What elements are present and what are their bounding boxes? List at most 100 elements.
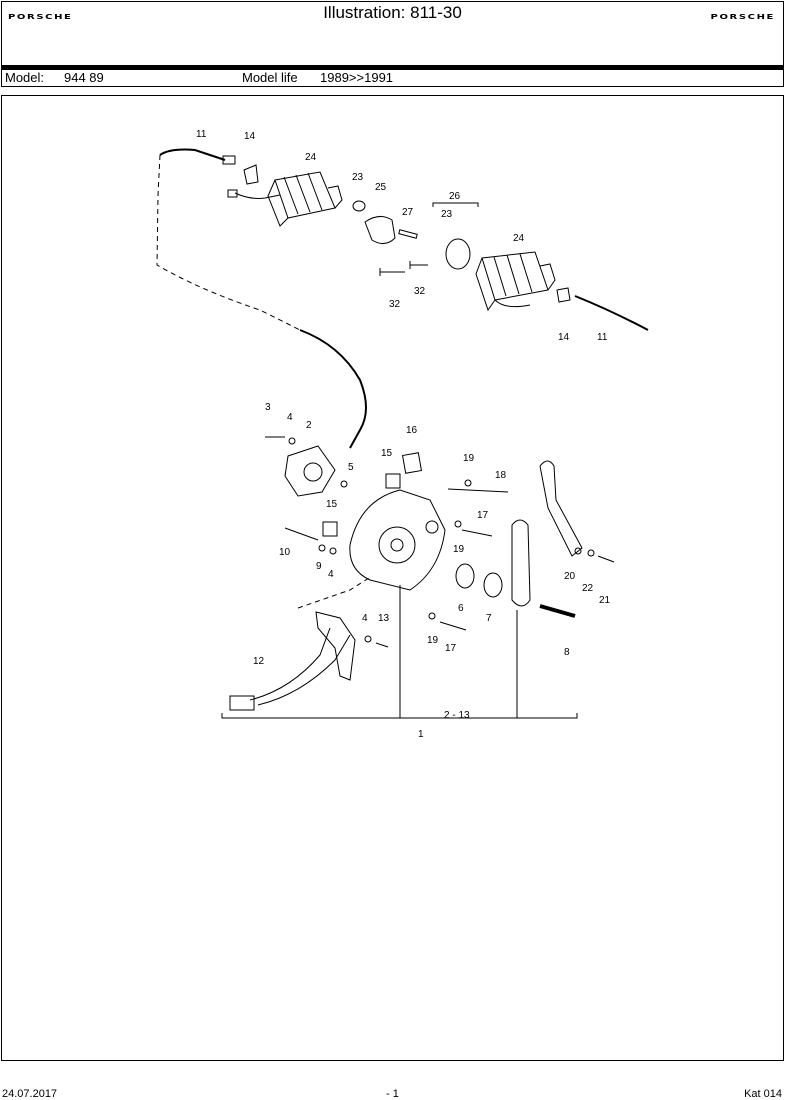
callout-13: 13 xyxy=(378,613,390,624)
callout-6: 6 xyxy=(458,603,464,614)
callout-23-group: 23 xyxy=(441,209,453,220)
callout-14-upper: 14 xyxy=(244,131,256,142)
lever-arm xyxy=(511,519,531,607)
diagram-frame xyxy=(1,95,784,1061)
link-bar xyxy=(539,460,583,557)
washer-5 xyxy=(340,480,348,488)
callout-32-right: 32 xyxy=(414,286,426,297)
callout-1: 1 xyxy=(418,729,424,740)
cable-right-upper xyxy=(574,295,649,331)
callout-23-upper: 23 xyxy=(352,172,364,183)
footer-catalog: Kat 014 xyxy=(744,1088,782,1100)
bracket-14b xyxy=(556,287,571,303)
model-label: Model: xyxy=(5,70,45,85)
callout-10: 10 xyxy=(279,547,291,558)
dashed-guide-harness xyxy=(297,575,373,609)
callout-11-lower: 11 xyxy=(597,332,608,343)
callout-32-left: 32 xyxy=(389,299,401,310)
header-divider xyxy=(1,66,784,69)
cable-left-upper xyxy=(159,148,226,161)
washer-20 xyxy=(574,547,582,555)
callout-16: 16 xyxy=(406,425,418,436)
cable-down xyxy=(299,329,367,449)
dashed-guide-left xyxy=(156,154,301,331)
callout-26: 26 xyxy=(449,191,461,202)
callout-19-top: 19 xyxy=(463,453,475,464)
callout-22: 22 xyxy=(582,583,594,594)
callout-labels: 11 14 24 23 25 26 23 27 24 32 32 14 11 1… xyxy=(196,129,611,740)
callout-19-low: 19 xyxy=(427,635,439,646)
screw-21 xyxy=(597,555,615,563)
callout-4-mid: 4 xyxy=(328,569,334,580)
bushing-16 xyxy=(401,452,423,474)
plate-25 xyxy=(364,216,396,244)
pin-27 xyxy=(398,229,418,239)
sector-plate xyxy=(349,489,446,591)
screw-17a xyxy=(461,529,493,537)
footer-page: - 1 xyxy=(386,1088,399,1100)
washer-19c xyxy=(428,612,436,620)
callout-14-lower: 14 xyxy=(558,332,570,343)
callout-20: 20 xyxy=(564,571,576,582)
callout-24-upper: 24 xyxy=(305,152,317,163)
callout-2: 2 xyxy=(306,420,312,431)
range-bracket xyxy=(221,713,578,719)
callout-12: 12 xyxy=(253,656,265,667)
screw-18 xyxy=(447,488,509,493)
washer-22 xyxy=(587,549,595,557)
callout-18: 18 xyxy=(495,470,507,481)
bushing-15b xyxy=(322,521,338,537)
screw-32a xyxy=(379,268,405,276)
washer-6 xyxy=(455,563,475,589)
motor-24-lower xyxy=(475,251,556,312)
bracket-26 xyxy=(432,202,479,207)
washer-4b xyxy=(329,547,337,555)
screw-32b xyxy=(409,261,428,269)
callout-4-low: 4 xyxy=(362,613,368,624)
model-life-value: 1989>>1991 xyxy=(320,70,394,85)
screw-17b xyxy=(439,621,467,631)
washer-23a xyxy=(352,200,366,212)
washer-9 xyxy=(318,544,326,552)
plate-26 xyxy=(445,238,471,270)
screw-13 xyxy=(375,642,389,648)
model-life-label: Model life xyxy=(242,70,298,85)
callout-8: 8 xyxy=(564,647,570,658)
callout-21: 21 xyxy=(599,595,611,606)
callout-11-upper: 11 xyxy=(196,129,207,140)
callout-19-mid: 19 xyxy=(453,544,465,555)
callout-17-lower: 17 xyxy=(445,643,457,654)
brand-logo-right: PORSCHE xyxy=(710,13,775,22)
bolt-8 xyxy=(539,604,576,618)
callout-15-top: 15 xyxy=(381,448,393,459)
header-box: PORSCHE Illustration: 811-30 PORSCHE xyxy=(1,1,784,66)
callout-24-lower: 24 xyxy=(513,233,525,244)
bushing-15a xyxy=(385,473,401,489)
callout-9: 9 xyxy=(316,561,322,572)
model-row: Model: 944 89 Model life 1989>>1991 xyxy=(1,69,784,87)
callout-15-left: 15 xyxy=(326,499,338,510)
callout-27: 27 xyxy=(402,207,414,218)
callout-3: 3 xyxy=(265,402,271,413)
bracket-14a xyxy=(243,164,259,185)
plug-connector xyxy=(229,695,255,711)
callout-range-2-13: 2 - 13 xyxy=(444,710,470,721)
footer-date: 24.07.2017 xyxy=(2,1088,58,1100)
model-value: 944 89 xyxy=(64,70,104,85)
connector-housing xyxy=(315,611,356,681)
brand-logo-left: PORSCHE xyxy=(8,13,73,22)
washer-19a xyxy=(464,479,472,487)
wire-harness-12 xyxy=(249,627,351,706)
washer-4a xyxy=(288,437,296,445)
callout-4-top: 4 xyxy=(287,412,293,423)
callout-5: 5 xyxy=(348,462,354,473)
washer-19b xyxy=(454,520,462,528)
illustration-title: Illustration: 811-30 xyxy=(323,3,462,22)
washer-7 xyxy=(483,572,503,598)
base-2 xyxy=(284,445,336,497)
callout-25: 25 xyxy=(375,182,387,193)
callout-17-upper: 17 xyxy=(477,510,489,521)
callout-7: 7 xyxy=(486,613,492,624)
motor-24-upper xyxy=(227,171,343,227)
screw-10 xyxy=(284,527,319,541)
